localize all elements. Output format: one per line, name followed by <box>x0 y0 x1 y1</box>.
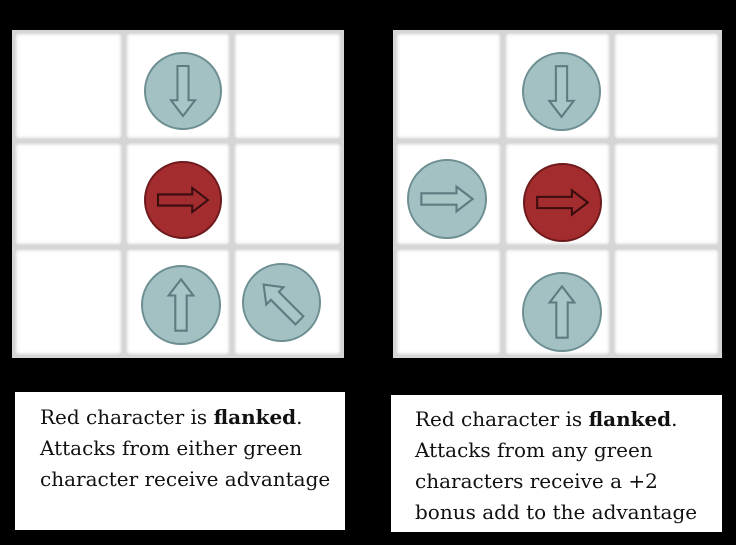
caption-line: Attacks from any green <box>415 438 653 462</box>
arrow-up-icon <box>166 277 196 332</box>
caption-line: Red character is flanked. <box>40 405 303 429</box>
left-caption: Red character is flanked. Attacks from e… <box>15 392 345 530</box>
grid-cell <box>15 143 122 245</box>
caption-line: characters receive a +2 <box>415 469 658 493</box>
arrow-up-icon <box>547 284 577 339</box>
arrow-up-left-icon <box>262 283 305 326</box>
green-token-right <box>407 159 487 239</box>
right-caption: Red character is flanked. Attacks from a… <box>391 395 722 532</box>
green-token-down <box>522 52 601 131</box>
red-token-right <box>144 161 222 239</box>
caption-line: Red character is flanked. <box>415 407 678 431</box>
grid-cell <box>614 143 719 245</box>
grid-cell <box>396 33 501 139</box>
grid-cell <box>614 33 719 139</box>
grid-cell <box>234 33 341 139</box>
green-token-up <box>141 265 221 345</box>
arrow-right-icon <box>420 184 475 214</box>
grid-cell <box>234 143 341 245</box>
caption-line: Attacks from either green <box>40 436 303 460</box>
flanked-keyword: flanked <box>588 407 672 431</box>
grid-cell <box>614 249 719 355</box>
green-token-up-left <box>242 263 321 342</box>
arrow-down-icon <box>547 65 576 119</box>
caption-line: character receive advantage <box>40 467 331 491</box>
arrow-right-icon <box>157 185 210 215</box>
arrow-down-icon <box>168 65 198 118</box>
grid-cell <box>396 249 501 355</box>
green-token-up <box>522 272 602 352</box>
flanked-keyword: flanked <box>213 405 297 429</box>
grid-cell <box>15 249 122 355</box>
green-token-down <box>144 52 222 130</box>
red-token-right <box>523 163 602 242</box>
arrow-right-icon <box>536 188 590 217</box>
grid-cell <box>15 33 122 139</box>
caption-line: bonus add to the advantage <box>415 500 698 524</box>
